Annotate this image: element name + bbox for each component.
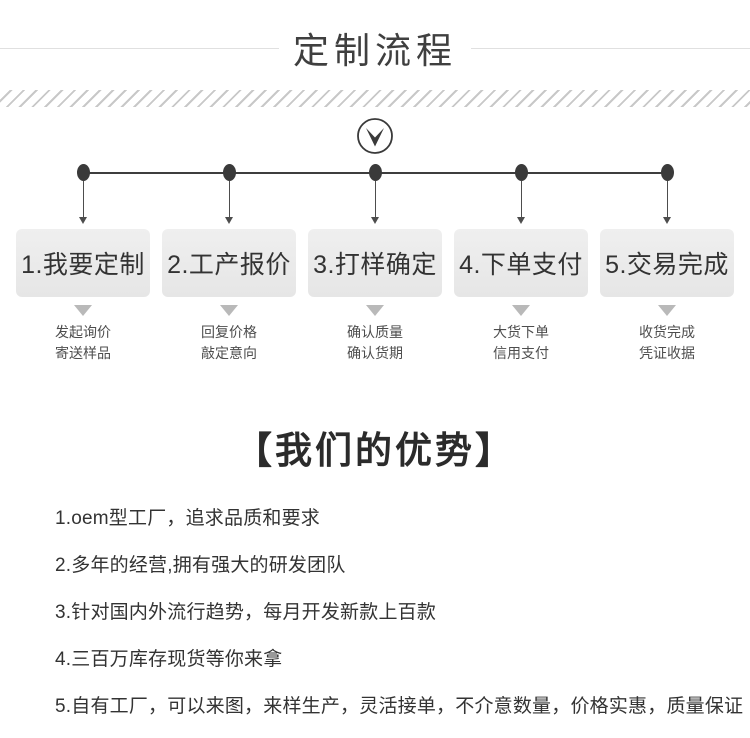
timeline-dot xyxy=(660,164,674,181)
step-note-line: 凭证收据 xyxy=(639,345,695,361)
down-arrow xyxy=(78,181,87,224)
step-box-5: 5.交易完成 xyxy=(600,229,734,297)
timeline-dot xyxy=(368,164,382,181)
down-arrow xyxy=(662,181,671,224)
stripe-divider xyxy=(0,90,750,107)
triangle-down-icon xyxy=(658,305,676,316)
step-note: 大货下单 信用支付 xyxy=(493,322,549,364)
advantage-item: 1.oem型工厂，追求品质和要求 xyxy=(55,508,321,529)
timeline-dot xyxy=(222,164,236,181)
step-note-line: 敲定意向 xyxy=(201,345,257,361)
step-note: 收货完成 凭证收据 xyxy=(639,322,695,364)
step-note-line: 确认质量 xyxy=(347,324,403,340)
step-note-line: 收货完成 xyxy=(639,324,695,340)
step-note: 发起询价 寄送样品 xyxy=(55,322,111,364)
page-title: 定制流程 xyxy=(293,30,458,71)
step-note: 确认质量 确认货期 xyxy=(347,322,403,364)
advantage-item: 2.多年的经营,拥有强大的研发团队 xyxy=(55,555,346,576)
timeline-dot xyxy=(514,164,528,181)
circle-arrow-down-icon xyxy=(356,117,394,155)
step-note-line: 寄送样品 xyxy=(55,345,111,361)
step-note-line: 发起询价 xyxy=(55,324,111,340)
step-box-1: 1.我要定制 xyxy=(16,229,150,297)
divider-right xyxy=(471,47,750,49)
advantages-list: 1.oem型工厂，追求品质和要求 2.多年的经营,拥有强大的研发团队 3.针对国… xyxy=(55,508,744,718)
step-box-3: 3.打样确定 xyxy=(308,229,442,297)
step-note: 回复价格 敲定意向 xyxy=(201,322,257,364)
triangle-down-icon xyxy=(512,305,530,316)
step-note-line: 信用支付 xyxy=(493,345,549,361)
process-step-2: 2.工产报价 回复价格 敲定意向 xyxy=(162,164,296,364)
process-step-5: 5.交易完成 收货完成 凭证收据 xyxy=(600,164,734,364)
step-label: 3.打样确定 xyxy=(313,251,437,279)
step-label: 5.交易完成 xyxy=(605,251,729,279)
advantages-title: 【我们的优势】 xyxy=(235,430,515,471)
advantage-item: 4.三百万库存现货等你来拿 xyxy=(55,649,283,670)
step-note-line: 确认货期 xyxy=(347,345,403,361)
step-note-line: 大货下单 xyxy=(493,324,549,340)
process-step-4: 4.下单支付 大货下单 信用支付 xyxy=(454,164,588,364)
section-header: 定制流程 xyxy=(0,0,750,74)
advantage-item: 3.针对国内外流行趋势，每月开发新款上百款 xyxy=(55,602,437,623)
triangle-down-icon xyxy=(74,305,92,316)
down-arrow xyxy=(370,181,379,224)
triangle-down-icon xyxy=(220,305,238,316)
step-box-2: 2.工产报价 xyxy=(162,229,296,297)
process-flow: 1.我要定制 发起询价 寄送样品 2.工产报价 回复价格 敲定意向 xyxy=(0,164,750,364)
triangle-down-icon xyxy=(366,305,384,316)
step-box-4: 4.下单支付 xyxy=(454,229,588,297)
advantage-item: 5.自有工厂，可以来图，来样生产，灵活接单，不介意数量，价格实惠，质量保证 xyxy=(55,696,744,717)
down-arrow xyxy=(224,181,233,224)
step-label: 4.下单支付 xyxy=(459,251,583,279)
step-note-line: 回复价格 xyxy=(201,324,257,340)
process-step-1: 1.我要定制 发起询价 寄送样品 xyxy=(16,164,150,364)
process-step-3: 3.打样确定 确认质量 确认货期 xyxy=(308,164,442,364)
divider-left xyxy=(0,47,279,49)
step-label: 1.我要定制 xyxy=(21,251,145,279)
timeline-dot xyxy=(76,164,90,181)
step-label: 2.工产报价 xyxy=(167,251,291,279)
down-arrow xyxy=(516,181,525,224)
